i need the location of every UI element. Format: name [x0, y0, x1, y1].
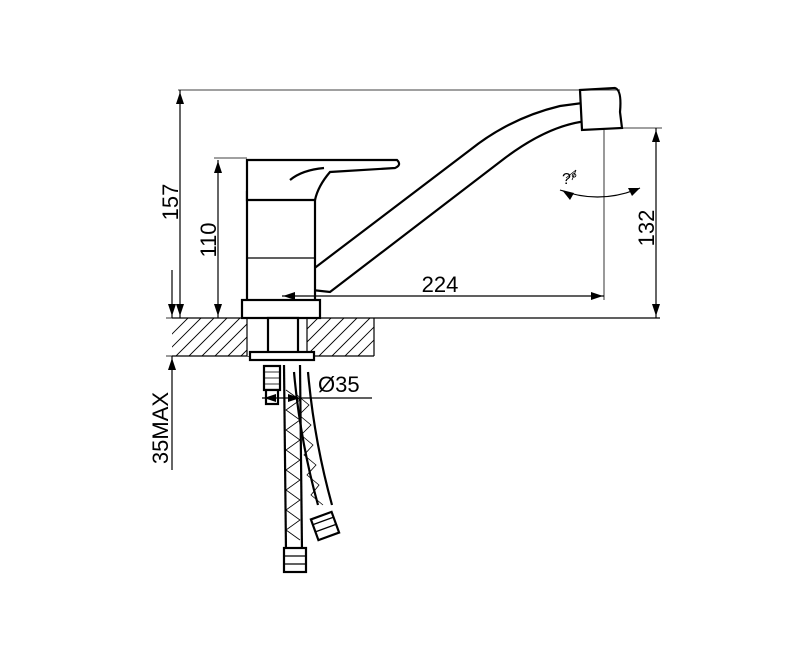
flexible-hoses — [282, 364, 341, 574]
dimension-hole-diameter: Ø35 — [262, 372, 372, 402]
dimension-countertop-max: 35MAX — [148, 270, 180, 470]
hose-left — [282, 364, 288, 553]
base-collar — [240, 298, 322, 320]
dimension-handle-height: 110 — [196, 157, 247, 318]
hole-diameter-label: Ø35 — [318, 372, 360, 397]
dimension-overall-height: 157 — [158, 89, 620, 318]
countertop-max-label: 35MAX — [148, 392, 173, 464]
rotation-angle-indicator: ?° — [559, 169, 641, 200]
hose-right-edge — [306, 371, 334, 506]
spout-reach-label: 224 — [422, 272, 459, 297]
hose-fitting-left — [282, 546, 308, 574]
rotation-angle-label: ?° — [562, 171, 577, 188]
dimension-spout-height: 132 — [622, 127, 662, 318]
mounting-nut — [248, 350, 316, 362]
dimension-spout-reach: 224 — [282, 130, 605, 300]
faucet-cylinder — [245, 190, 317, 306]
hose-fitting-right — [309, 510, 341, 542]
overall-height-label: 157 — [158, 184, 183, 221]
spout-height-label: 132 — [634, 210, 659, 247]
hose-left-edge — [298, 364, 304, 553]
handle-contour — [289, 166, 325, 181]
aerator-tip — [578, 86, 624, 132]
handle-height-label: 110 — [196, 222, 221, 257]
countertop-section — [172, 317, 660, 357]
lever-handle — [245, 158, 401, 202]
faucet-body — [240, 86, 624, 406]
